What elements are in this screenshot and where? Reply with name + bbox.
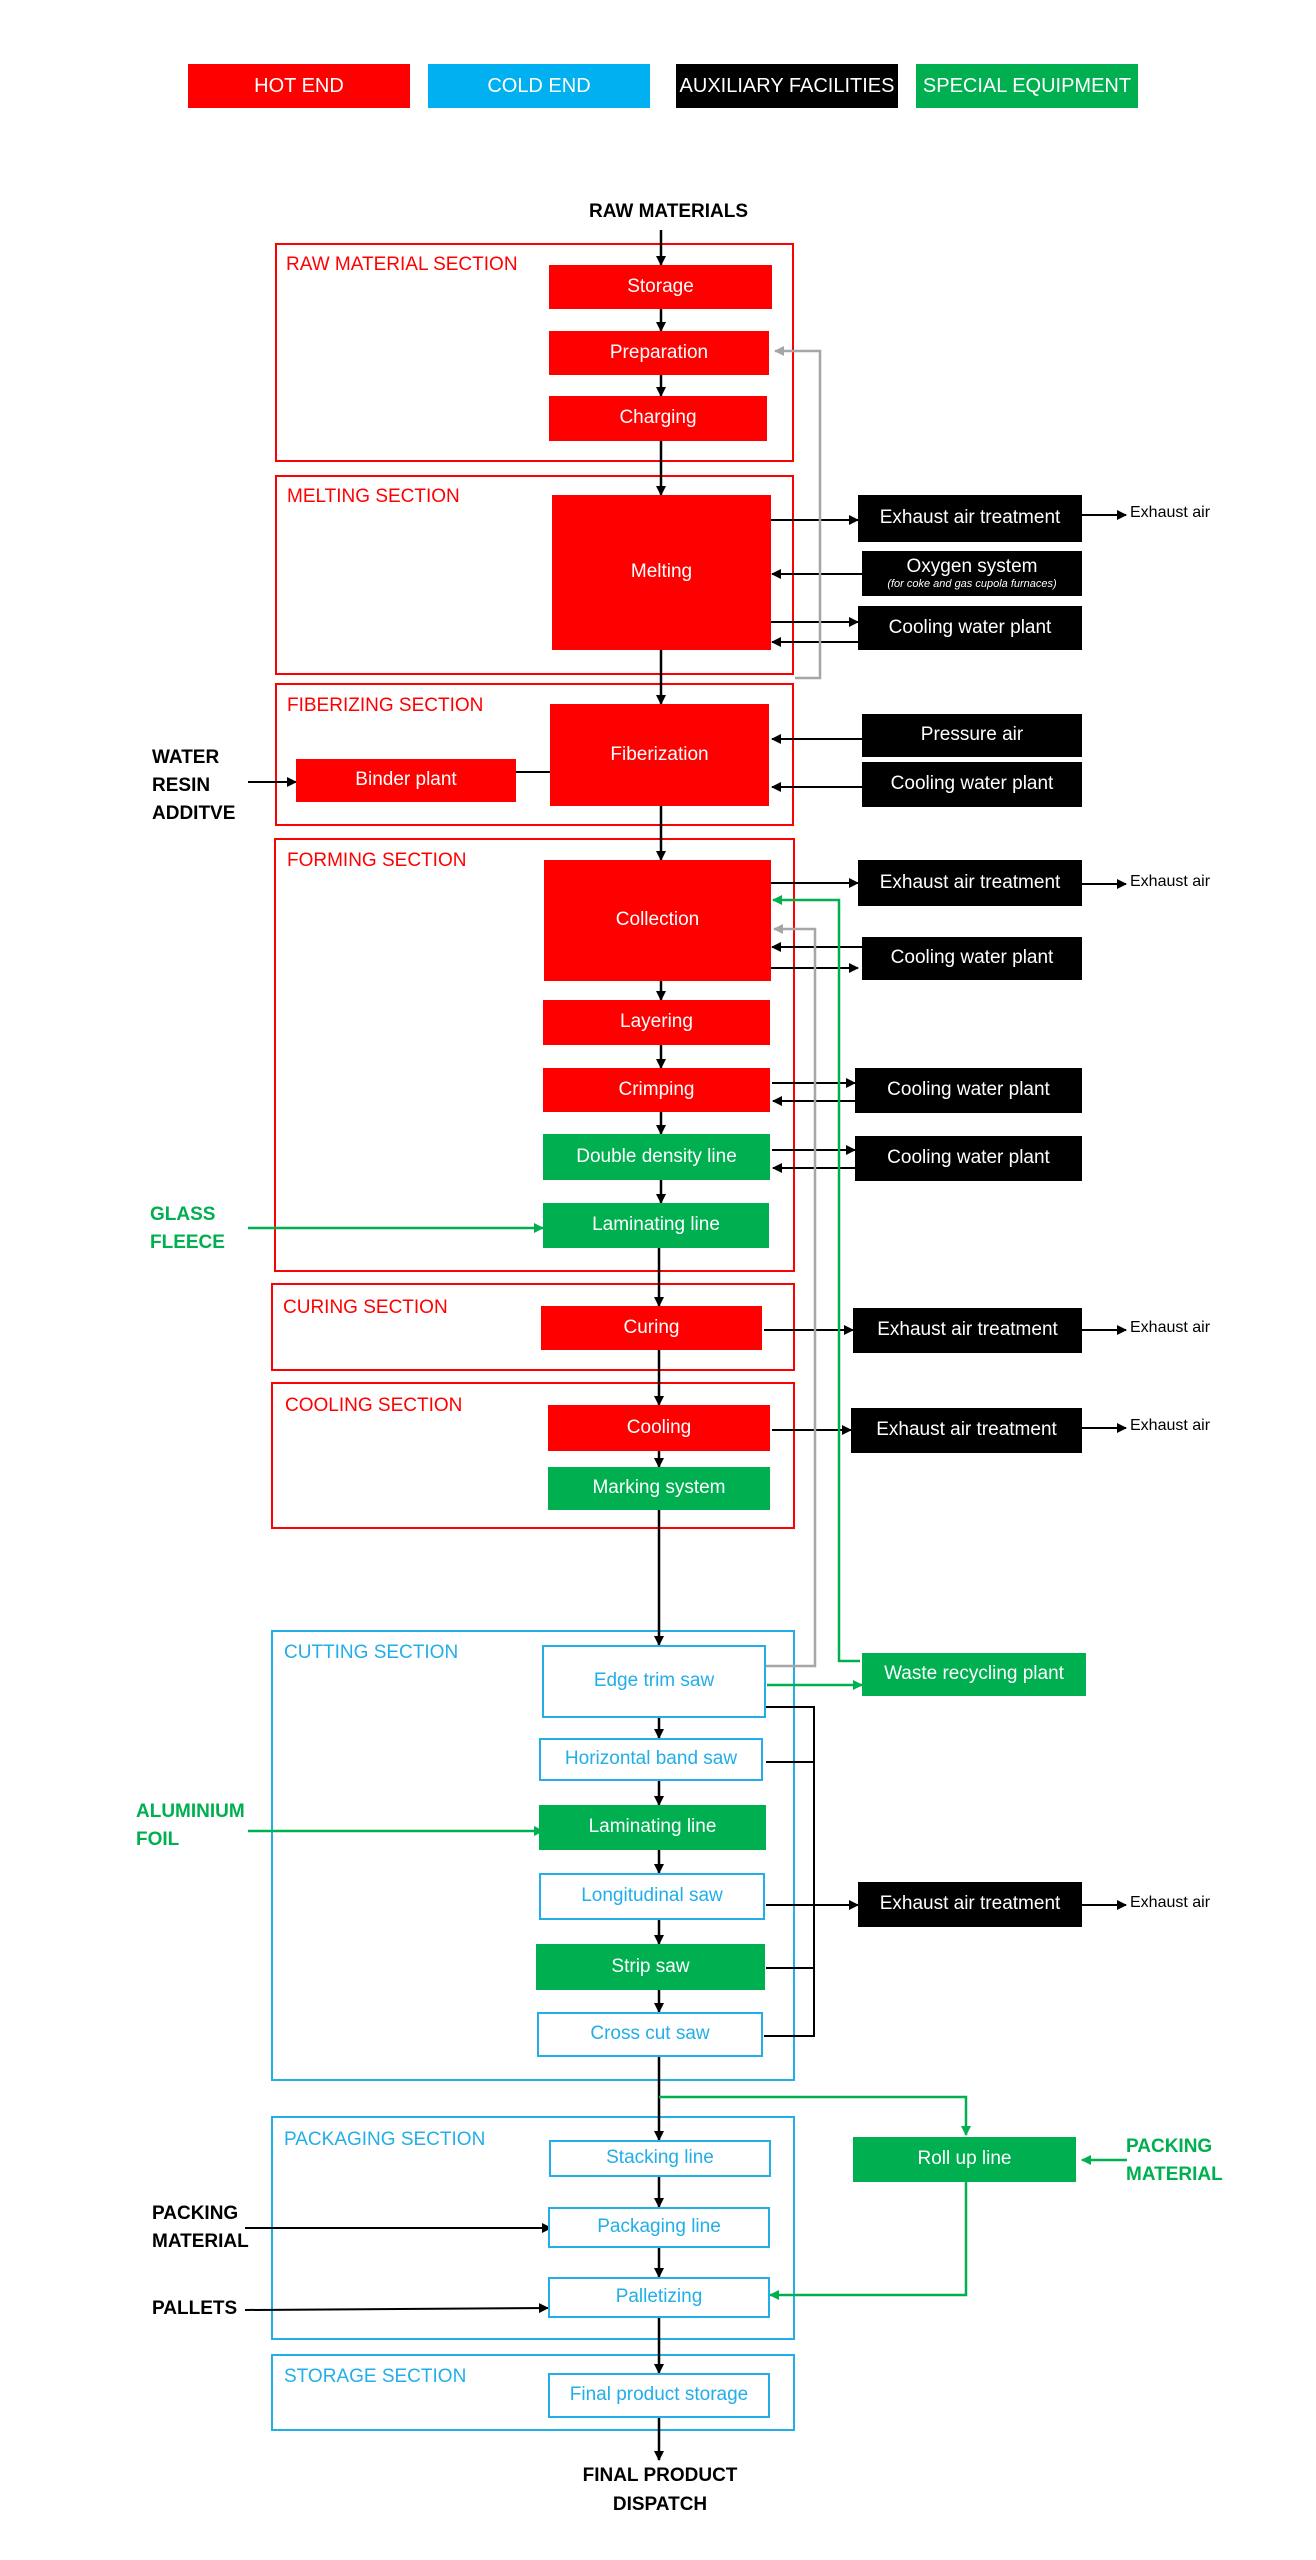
binder-inputs-label: WATER RESIN ADDITVE xyxy=(152,744,235,828)
aluminium-foil-label: ALUMINIUM FOIL xyxy=(136,1798,245,1854)
exhaust-air-output-cutting: Exhaust air xyxy=(1130,1894,1211,1911)
pallets-label: PALLETS xyxy=(152,2298,238,2319)
resin-label: RESIN xyxy=(152,775,211,796)
strip-saw-box: Strip saw xyxy=(536,1944,765,1990)
exhaust-air-output-curing: Exhaust air xyxy=(1130,1319,1211,1336)
legend-auxiliary: AUXILIARY FACILITIES xyxy=(676,64,898,108)
section-storage xyxy=(271,2354,795,2431)
cross-cut-saw-box: Cross cut saw xyxy=(537,2012,763,2057)
binder-plant-box: Binder plant xyxy=(296,759,516,802)
main-flow-lines xyxy=(654,230,666,2461)
section-curing xyxy=(271,1283,795,1371)
material-label-black: MATERIAL xyxy=(152,2231,249,2252)
section-title-cooling: COOLING SECTION xyxy=(285,1395,463,1416)
layering-box: Layering xyxy=(543,1000,770,1045)
recycle-gray xyxy=(765,346,822,1668)
cooling-water-plant-box-melting: Cooling water plant xyxy=(858,606,1082,650)
pressure-air-box: Pressure air xyxy=(862,714,1082,757)
input-lines xyxy=(244,767,560,2314)
melting-box: Melting xyxy=(552,495,771,650)
cutting-collector xyxy=(764,1706,815,2037)
water-label: WATER xyxy=(152,747,220,768)
waste-recycling-plant-box: Waste recycling plant xyxy=(862,1653,1086,1696)
curing-box: Curing xyxy=(541,1306,762,1350)
cooling-box: Cooling xyxy=(548,1405,770,1451)
storage-box: Storage xyxy=(549,265,772,309)
aluminium-label: ALUMINIUM xyxy=(136,1801,245,1822)
exhaust-air-treatment-box-melting: Exhaust air treatment xyxy=(858,495,1082,542)
section-cooling xyxy=(271,1382,795,1529)
glass-label: GLASS xyxy=(150,1204,216,1225)
oxygen-system-note: (for coke and gas cupola furnaces) xyxy=(887,577,1057,590)
material-label-green: MATERIAL xyxy=(1126,2164,1223,2185)
exhaust-air-treatment-box-curing: Exhaust air treatment xyxy=(853,1308,1082,1353)
exhaust-air-output-melting: Exhaust air xyxy=(1130,504,1211,521)
legend-special: SPECIAL EQUIPMENT xyxy=(916,64,1138,108)
section-title-packaging: PACKAGING SECTION xyxy=(284,2129,486,2150)
section-forming xyxy=(274,838,795,1272)
glass-fleece-label: GLASS FLEECE xyxy=(150,1201,225,1257)
double-density-line-box: Double density line xyxy=(543,1134,770,1180)
section-fiberizing xyxy=(275,683,794,826)
exhaust-air-output-cooling: Exhaust air xyxy=(1130,1417,1211,1434)
exhaust-air-treatment-box-cooling: Exhaust air treatment xyxy=(851,1408,1082,1453)
section-title-forming: FORMING SECTION xyxy=(287,850,467,871)
collection-box: Collection xyxy=(544,860,771,981)
packaging-line-box: Packaging line xyxy=(548,2207,770,2248)
cooling-water-plant-box-crimping: Cooling water plant xyxy=(855,1068,1082,1113)
additive-label: ADDITVE xyxy=(152,803,236,824)
fleece-label: FLEECE xyxy=(150,1232,225,1253)
longitudinal-saw-box: Longitudinal saw xyxy=(539,1873,765,1920)
cooling-water-plant-box-fiberizing: Cooling water plant xyxy=(862,762,1082,807)
cooling-water-plant-box-collection: Cooling water plant xyxy=(862,937,1082,980)
charging-box: Charging xyxy=(549,396,767,441)
horizontal-band-saw-box: Horizontal band saw xyxy=(539,1738,763,1781)
packing-label-black: PACKING xyxy=(152,2203,239,2224)
exhaust-air-treatment-box-cutting: Exhaust air treatment xyxy=(858,1882,1082,1927)
section-title-curing: CURING SECTION xyxy=(283,1297,448,1318)
dispatch-label: DISPATCH xyxy=(612,2494,708,2515)
fiberization-box: Fiberization xyxy=(550,704,769,806)
section-title-melting: MELTING SECTION xyxy=(287,486,460,507)
section-title-storage: STORAGE SECTION xyxy=(284,2366,467,2387)
final-product-label: FINAL PRODUCT xyxy=(582,2465,738,2486)
packing-label-green: PACKING xyxy=(1126,2136,1213,2157)
final-product-storage-box: Final product storage xyxy=(548,2373,770,2418)
section-raw-material xyxy=(275,243,794,462)
legend-cold-end: COLD END xyxy=(428,64,650,108)
section-title-cutting: CUTTING SECTION xyxy=(284,1642,459,1663)
special-green xyxy=(248,895,1127,2300)
palletizing-box: Palletizing xyxy=(548,2277,770,2318)
cooling-water-plant-box-double-density: Cooling water plant xyxy=(855,1136,1082,1181)
edge-trim-saw-box: Edge trim saw xyxy=(542,1645,766,1718)
exhaust-air-output-forming: Exhaust air xyxy=(1130,873,1211,890)
oxygen-system-box: Oxygen system (for coke and gas cupola f… xyxy=(862,551,1082,596)
oxygen-system-label: Oxygen system xyxy=(906,556,1038,577)
legend-hot-end: HOT END xyxy=(188,64,410,108)
foil-label: FOIL xyxy=(136,1829,180,1850)
crimping-box: Crimping xyxy=(543,1068,770,1112)
exhaust-air-treatment-box-forming: Exhaust air treatment xyxy=(858,860,1082,906)
roll-up-line-box: Roll up line xyxy=(853,2137,1076,2182)
marking-system-box: Marking system xyxy=(548,1467,770,1510)
section-title-fiberizing: FIBERIZING SECTION xyxy=(287,695,484,716)
preparation-box: Preparation xyxy=(549,331,769,375)
raw-materials-label: RAW MATERIALS xyxy=(589,201,749,222)
section-cutting xyxy=(271,1630,795,2081)
laminating-line-box-cutting: Laminating line xyxy=(539,1805,766,1850)
laminating-line-box-forming: Laminating line xyxy=(543,1203,769,1248)
section-title-raw-material: RAW MATERIAL SECTION xyxy=(286,254,518,275)
packing-material-label-black: PACKING MATERIAL xyxy=(152,2200,249,2256)
stacking-line-box: Stacking line xyxy=(549,2140,771,2177)
packing-material-label-green: PACKING MATERIAL xyxy=(1126,2133,1223,2189)
